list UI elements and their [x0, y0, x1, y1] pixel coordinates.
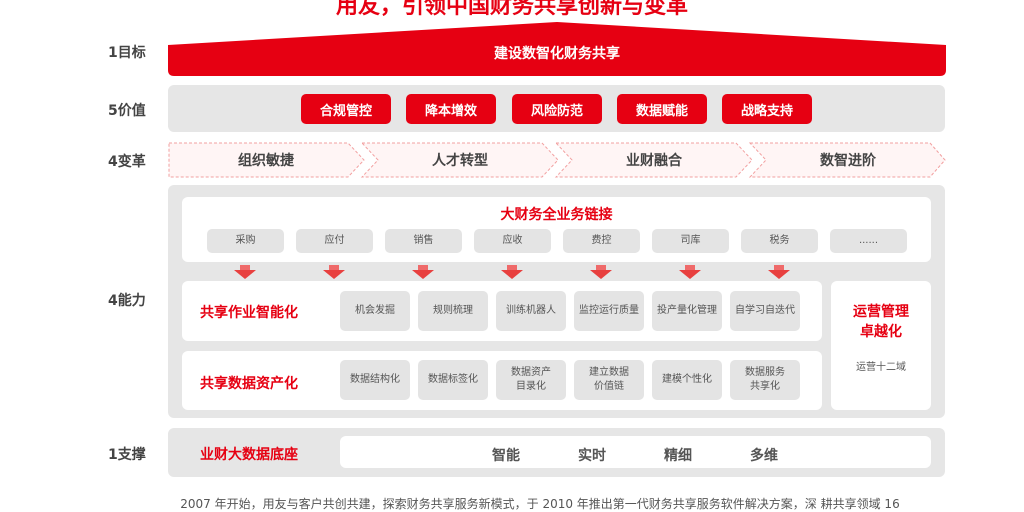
footer-text: 2007 年开始，用友与客户共创共建，探索财务共享服务新模式，于 2010 年推… — [180, 497, 900, 511]
change-label: 4变革 — [108, 154, 146, 170]
value-pill: 降本增效 — [406, 94, 496, 124]
smart-item: 自学习自迭代 — [730, 291, 800, 331]
chain-item: 应收 — [474, 229, 551, 253]
support-inner — [340, 436, 931, 468]
chain-item: 采购 — [207, 229, 284, 253]
change-item: 业财融合 — [626, 152, 682, 169]
goal-label: 1目标 — [108, 45, 146, 61]
page-title: 用友，引领中国财务共享创新与变革 — [335, 0, 688, 19]
change-item: 数智进阶 — [820, 152, 876, 169]
value-pill: 合规管控 — [301, 94, 391, 124]
down-arrow-icon — [234, 265, 256, 279]
smart-item: 监控运行质量 — [574, 291, 644, 331]
goal-roof — [168, 22, 946, 76]
ops-title: 运营管理 卓越化 — [853, 304, 909, 341]
down-arrow-icon — [412, 265, 434, 279]
data-title: 共享数据资产化 — [200, 376, 298, 392]
change-item: 人才转型 — [432, 152, 488, 169]
change-chevrons — [168, 142, 946, 178]
value-pill: 战略支持 — [722, 94, 812, 124]
smart-item: 训练机器人 — [496, 291, 566, 331]
chain-item: ...... — [830, 229, 907, 253]
down-arrow-icon — [323, 265, 345, 279]
data-item: 数据资产 目录化 — [496, 360, 566, 400]
support-item: 智能 — [492, 448, 520, 464]
down-arrow-icon — [501, 265, 523, 279]
data-item: 数据标签化 — [418, 360, 488, 400]
data-item: 建模个性化 — [652, 360, 722, 400]
support-item: 实时 — [578, 448, 606, 464]
ops-subtitle: 运营十二域 — [856, 362, 906, 373]
value-label: 5价值 — [108, 103, 146, 119]
chain-item: 应付 — [296, 229, 373, 253]
ops-panel — [831, 281, 931, 410]
support-title: 业财大数据底座 — [200, 447, 298, 463]
smart-item: 规则梳理 — [418, 291, 488, 331]
down-arrow-icon — [590, 265, 612, 279]
capability-label: 4能力 — [108, 293, 146, 309]
chain-item: 司库 — [652, 229, 729, 253]
data-item: 数据服务 共享化 — [730, 360, 800, 400]
data-item: 数据结构化 — [340, 360, 410, 400]
value-pill: 数据赋能 — [617, 94, 707, 124]
support-item: 多维 — [750, 448, 778, 464]
goal-text: 建设数智化财务共享 — [494, 46, 620, 62]
support-item: 精细 — [664, 448, 692, 464]
change-item: 组织敏捷 — [238, 152, 294, 169]
chain-item: 费控 — [563, 229, 640, 253]
down-arrow-icon — [768, 265, 790, 279]
chain-item: 税务 — [741, 229, 818, 253]
chain-title: 大财务全业务链接 — [500, 207, 613, 223]
chain-item: 销售 — [385, 229, 462, 253]
data-item: 建立数据 价值链 — [574, 360, 644, 400]
smart-item: 投产量化管理 — [652, 291, 722, 331]
value-pill: 风险防范 — [512, 94, 602, 124]
smart-item: 机会发掘 — [340, 291, 410, 331]
down-arrow-icon — [679, 265, 701, 279]
support-label: 1支撑 — [108, 447, 146, 463]
smart-title: 共享作业智能化 — [200, 305, 298, 321]
